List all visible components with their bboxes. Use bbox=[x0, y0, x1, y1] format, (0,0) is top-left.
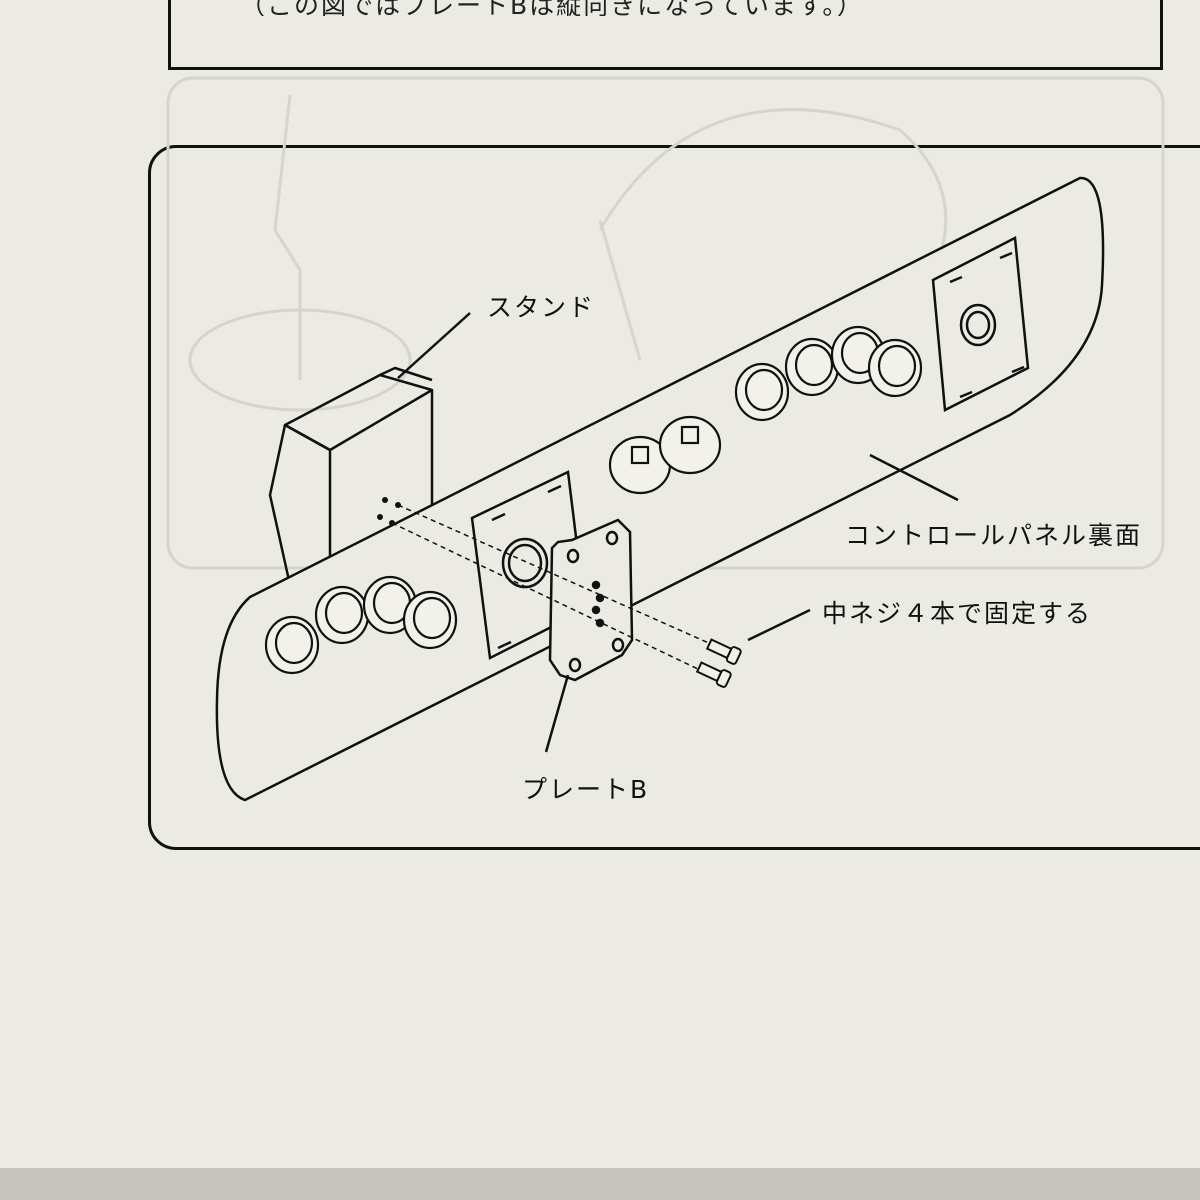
leader-lines bbox=[397, 312, 959, 753]
note-text: （この図ではプレートBは縦向きになっています。） bbox=[240, 0, 864, 16]
page-edge bbox=[0, 1168, 1200, 1200]
right-plate bbox=[931, 236, 1030, 412]
label-plate-b: プレートB bbox=[522, 775, 650, 804]
screws bbox=[695, 638, 742, 688]
label-panel-back: コントロールパネル裏面 bbox=[845, 521, 1143, 550]
alignment-lines bbox=[391, 504, 721, 671]
start-buttons bbox=[608, 415, 722, 495]
label-screws: 中ネジ４本で固定する bbox=[822, 599, 1093, 628]
note-box bbox=[168, 0, 1163, 70]
left-buttons bbox=[264, 575, 458, 675]
label-stand: スタンド bbox=[487, 293, 596, 322]
control-panel bbox=[215, 176, 1105, 802]
right-buttons bbox=[734, 325, 923, 422]
plate-b bbox=[548, 518, 634, 682]
